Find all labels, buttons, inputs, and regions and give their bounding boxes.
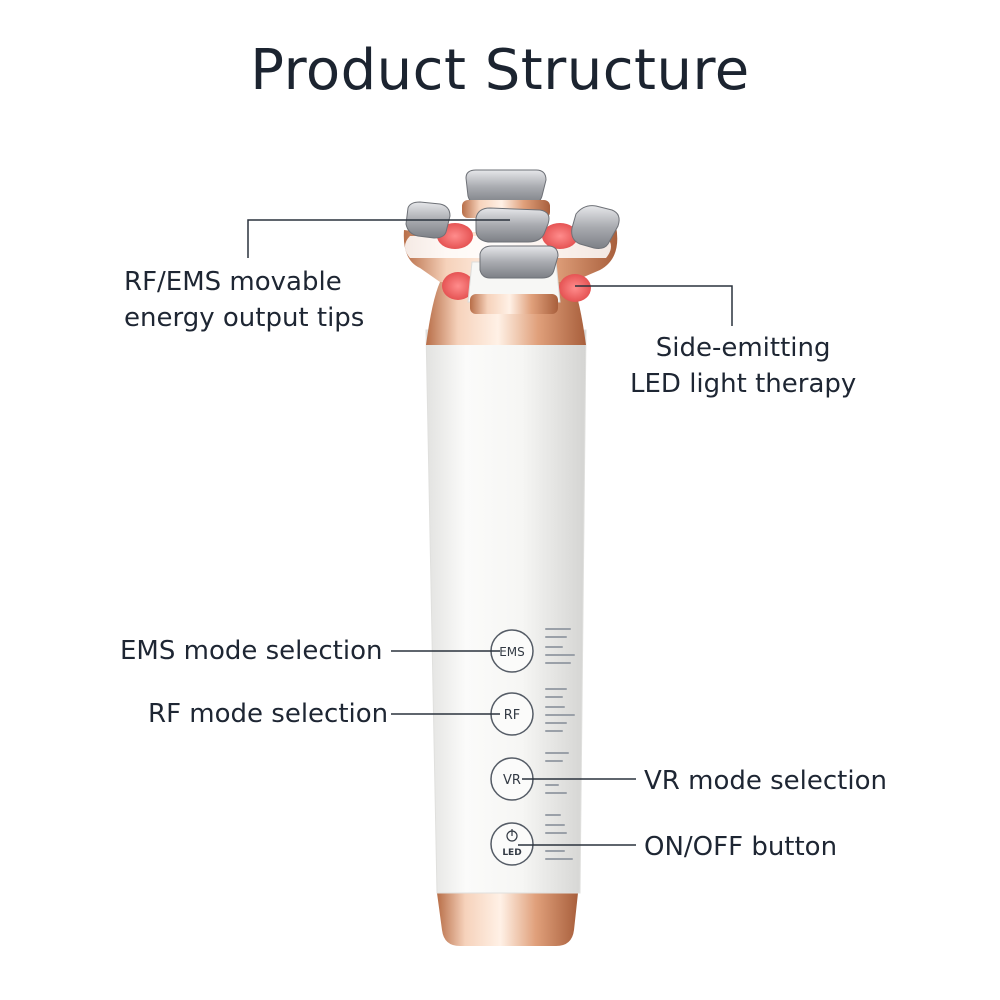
svg-text:VR: VR — [503, 773, 521, 788]
svg-text:RF: RF — [504, 708, 521, 723]
printed-specs — [545, 628, 575, 860]
energy-tip — [479, 245, 559, 279]
ems-callout-label: EMS mode selection — [120, 636, 383, 666]
energy-tip — [465, 169, 547, 205]
bottom-cap — [437, 893, 578, 946]
tips-callout-line-2: energy output tips — [124, 303, 365, 333]
rf-callout-label: RF mode selection — [148, 699, 389, 729]
led-emitter — [442, 272, 474, 300]
led-emitter — [559, 274, 591, 302]
tips-callout-line-1: RF/EMS movable — [124, 267, 342, 297]
svg-text:LED: LED — [502, 848, 521, 858]
tips-callout-label: RF/EMS movable energy output tips — [124, 264, 364, 336]
energy-tip — [475, 207, 550, 243]
led-callout-line-2: LED light therapy — [630, 369, 857, 399]
led-emitter — [542, 223, 578, 249]
led-callout-label: Side-emitting LED light therapy — [630, 330, 856, 402]
device-body — [425, 329, 587, 894]
tips-callout-line — [247, 219, 510, 258]
led-callout-line-1: Side-emitting — [655, 333, 831, 363]
vr-button: VR — [490, 757, 534, 801]
page-title: Product Structure — [250, 38, 750, 103]
led-callout-line — [575, 285, 733, 326]
onoff-callout-label: ON/OFF button — [644, 832, 838, 862]
svg-text:EMS: EMS — [499, 645, 525, 659]
energy-tip — [571, 205, 620, 249]
vr-callout-label: VR mode selection — [644, 766, 887, 796]
callout-lines — [247, 219, 733, 846]
power-led-button: LED — [490, 822, 534, 866]
